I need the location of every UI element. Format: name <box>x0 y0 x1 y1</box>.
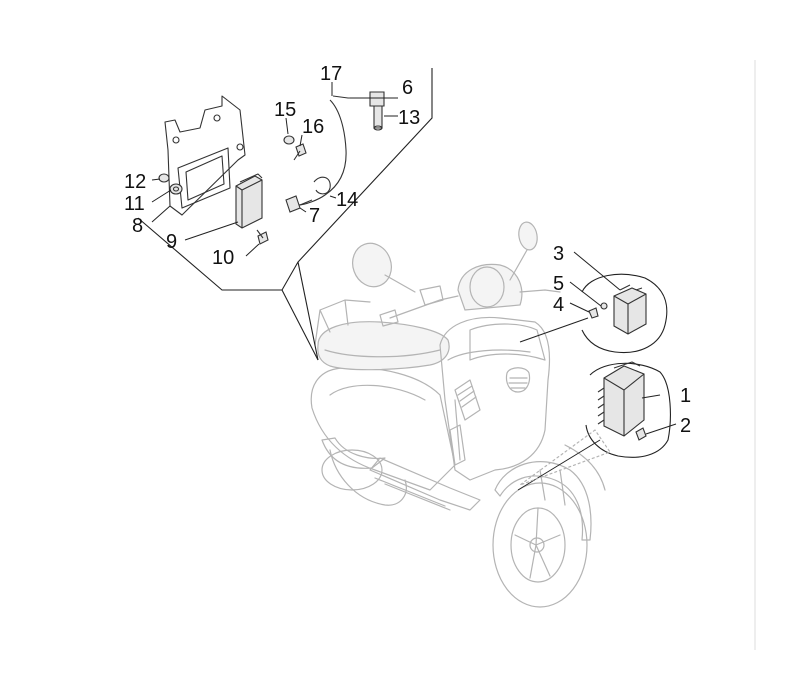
clip-14 <box>313 176 331 195</box>
screw-16 <box>293 143 307 161</box>
screw-10 <box>256 229 269 245</box>
callout-1: 1 <box>680 385 691 407</box>
nut-12 <box>158 173 170 183</box>
callout-5: 5 <box>553 273 564 295</box>
mounting-bracket <box>164 95 246 216</box>
callout-11: 11 <box>124 193 145 215</box>
callout-10: 10 <box>212 247 234 269</box>
right-mirror <box>518 221 538 251</box>
callout-12: 12 <box>124 171 146 193</box>
legshield <box>439 316 551 481</box>
callout-6: 6 <box>402 77 413 99</box>
callout-3: 3 <box>553 243 564 265</box>
callout-2: 2 <box>680 415 691 437</box>
lambda-sensor-cable <box>297 91 385 206</box>
seat <box>317 321 450 371</box>
callout-9: 9 <box>166 231 177 253</box>
callout-8: 8 <box>132 215 143 237</box>
callout-labels: 1 2 3 4 5 6 7 8 9 10 11 12 13 14 15 16 1… <box>124 63 691 437</box>
front-wheel-tire <box>492 482 588 608</box>
callout-regulator-large <box>517 361 671 491</box>
callout-4: 4 <box>553 294 564 316</box>
left-mirror <box>352 242 392 288</box>
floorboard <box>369 457 481 511</box>
rear-rack <box>314 299 371 346</box>
callout-box-ecu <box>137 68 433 361</box>
leader-lines <box>151 82 677 435</box>
ecu-module <box>235 173 263 229</box>
washer-11 <box>169 183 183 195</box>
front-mudguard <box>494 461 592 541</box>
callout-13: 13 <box>398 107 420 129</box>
washer-15 <box>283 135 295 145</box>
callout-7: 7 <box>309 205 320 227</box>
exhaust-pipe <box>321 437 386 469</box>
speedometer <box>469 266 505 308</box>
callout-17: 17 <box>320 63 342 85</box>
handlebar-headset <box>457 263 523 311</box>
scooter-ghost-drawing <box>310 221 606 608</box>
horncast-grill <box>505 367 531 393</box>
callout-15: 15 <box>274 99 296 121</box>
callout-circle-regulator-small <box>519 273 668 354</box>
callout-14: 14 <box>336 189 358 211</box>
callout-16: 16 <box>302 116 324 138</box>
rear-body-cowl <box>310 367 456 491</box>
